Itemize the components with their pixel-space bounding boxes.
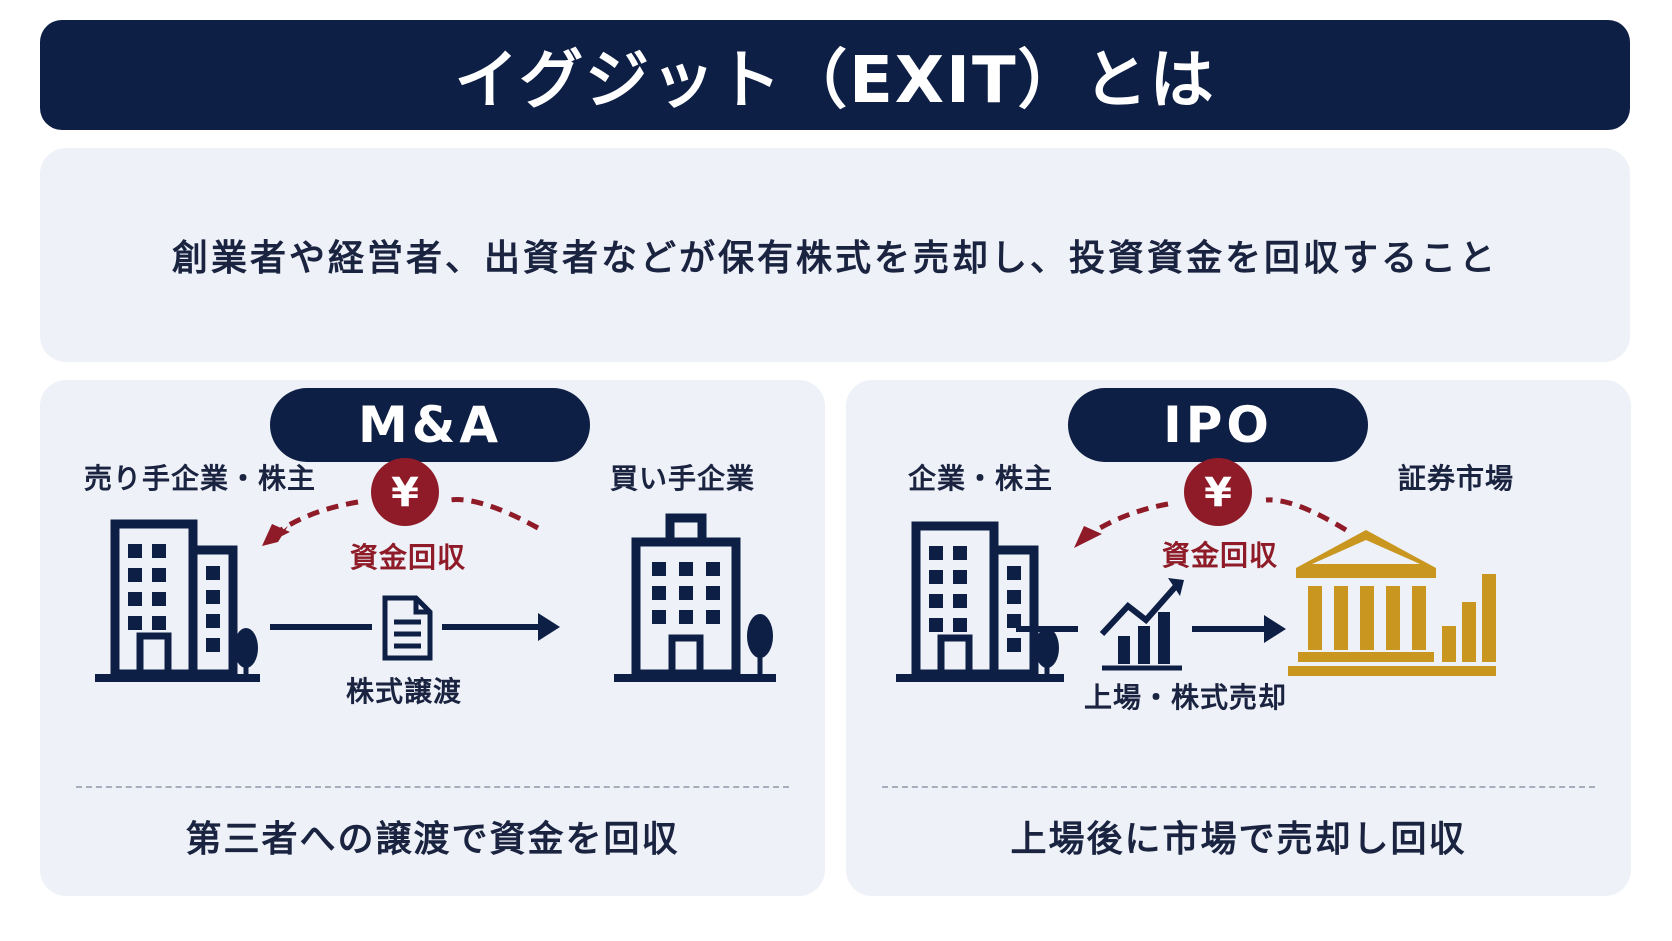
ipo-diagram: ¥ [896,458,1496,682]
yen-coin-icon: ¥ [371,458,439,526]
share-transfer-label: 株式譲渡 [346,675,463,708]
page-title: イグジット（EXIT）とは [454,44,1216,118]
ipo-heading: IPO [1068,388,1368,462]
ipo-funds-return-label: 資金回収 [1162,539,1279,572]
ipo-funds-return-arrowhead [1074,526,1102,548]
ipo-summary: 上場後に市場で売却し回収 [1010,819,1467,860]
growth-chart-icon [1099,578,1184,671]
listing-arrowhead [1264,615,1286,643]
ipo-funds-return-arrow [1265,497,1348,533]
ipo-divider [882,786,1595,788]
ma-funds-return-label: 資金回収 [350,541,467,574]
listing-sale-label: 上場・株式売却 [1084,681,1288,714]
title-banner: イグジット（EXIT）とは [40,20,1630,130]
definition-text: 創業者や経営者、出資者などが保有株式を売却し、投資資金を回収すること [171,238,1498,279]
ipo-panel: IPO ¥ [846,380,1631,896]
ma-panel: M&A [40,380,825,896]
svg-text:¥: ¥ [391,470,419,516]
company-label: 企業・株主 [908,462,1054,495]
ma-summary: 第三者への譲渡で資金を回収 [185,819,680,860]
seller-building-icon [95,519,260,682]
company-building-icon [896,521,1064,682]
buyer-label: 買い手企業 [610,462,756,495]
buyer-building-icon [614,513,776,682]
yen-coin-icon: ¥ [1184,458,1252,526]
document-icon [382,595,433,661]
ma-divider [76,786,789,788]
stock-exchange-icon [1288,530,1496,676]
ma-heading: M&A [270,388,590,462]
funds-return-arrow [449,497,540,531]
definition-box: 創業者や経営者、出資者などが保有株式を売却し、投資資金を回収すること [40,148,1630,362]
ma-diagram: ¥ [95,458,776,682]
svg-text:¥: ¥ [1204,470,1232,516]
seller-label: 売り手企業・株主 [84,462,317,495]
share-transfer-arrowhead [538,613,560,641]
market-label: 証券市場 [1398,462,1515,495]
